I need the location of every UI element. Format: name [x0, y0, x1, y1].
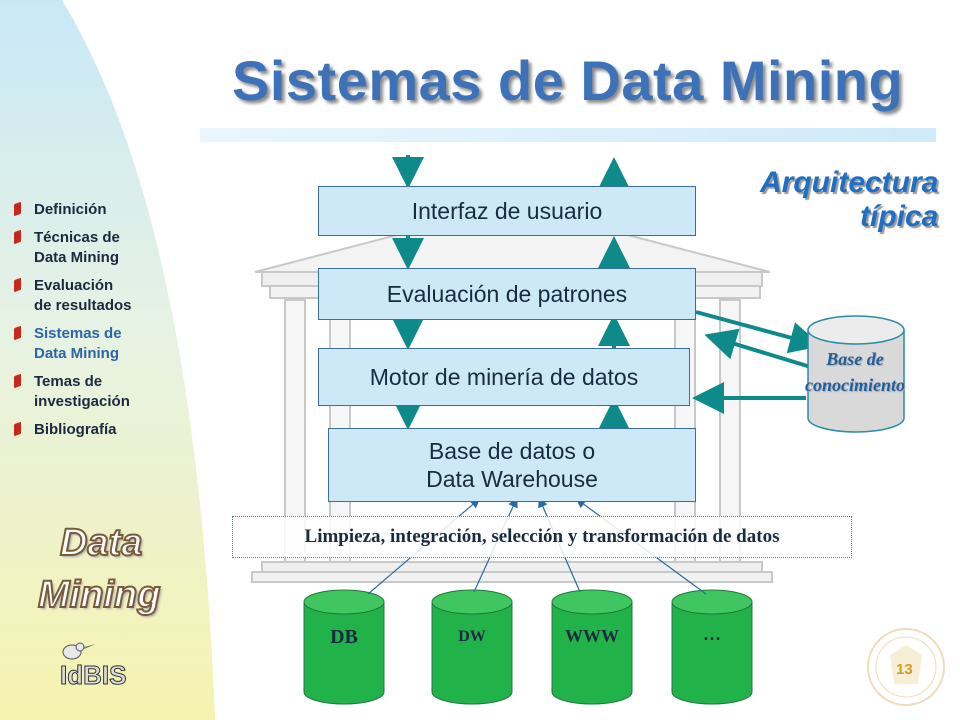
sidebar-item-definicion[interactable]: Definición: [14, 200, 184, 220]
layer-data-warehouse: Base de datos o Data Warehouse: [328, 428, 696, 502]
sidebar-item-bibliografia[interactable]: Bibliografía: [14, 420, 184, 440]
logo-mining-word: Mining: [37, 573, 161, 617]
bird-icon: [62, 642, 96, 660]
sidebar-item-tecnicas[interactable]: Técnicas de Data Mining: [14, 228, 184, 268]
source-db-cylinder: [303, 589, 385, 705]
sidebar-item-label: Técnicas de Data Mining: [34, 229, 120, 266]
knowledge-base-label: Base de conocimiento: [805, 349, 905, 395]
sidebar-item-label: Evaluación de resultados: [34, 277, 132, 314]
subtitle-line-1: Arquitectura: [760, 166, 939, 199]
source-cylinders: [303, 589, 753, 705]
source-dw-cylinder: [431, 589, 513, 705]
layer-user-interface: Interfaz de usuario: [318, 186, 696, 236]
page-number: 13: [896, 661, 913, 678]
flow-arrows: [392, 155, 822, 430]
subtitle-line-2: típica: [860, 200, 939, 233]
source-db-label: DB: [330, 626, 358, 648]
logo-data-word: Data: [59, 521, 143, 565]
sidebar-item-label: Temas de investigación: [34, 373, 130, 410]
sidebar-item-label: Sistemas de Data Mining: [34, 325, 122, 362]
logo-brand: IdBIS: [59, 660, 127, 691]
source-www-label: WWW: [565, 626, 619, 646]
sidebar-item-sistemas[interactable]: Sistemas de Data Mining: [14, 324, 184, 364]
sidebar-item-temas[interactable]: Temas de investigación: [14, 372, 184, 412]
knowledge-base-cylinder: [807, 315, 905, 433]
sidebar-item-evaluacion[interactable]: Evaluación de resultados: [14, 276, 184, 316]
architecture-subtitle: Arquitectura típica: [760, 166, 938, 234]
layer-pattern-evaluation: Evaluación de patrones: [318, 268, 696, 320]
title-underline-bar: [200, 128, 936, 142]
source-dw-label: DW: [458, 628, 486, 645]
data-cleaning-step: Limpieza, integración, selección y trans…: [232, 516, 852, 558]
slide-title: Sistemas de Data Mining: [232, 49, 904, 112]
layer-mining-engine: Motor de minería de datos: [318, 348, 690, 406]
sidebar-item-label: Bibliografía: [34, 421, 117, 438]
sidebar-nav: Definición Técnicas de Data Mining Evalu…: [14, 200, 184, 448]
data-cleaning-label: Limpieza, integración, selección y trans…: [304, 526, 780, 547]
sidebar-item-label: Definición: [34, 201, 107, 218]
source-other-cylinder: [671, 589, 753, 705]
university-seal: [867, 628, 945, 706]
source-www-cylinder: [551, 589, 633, 705]
source-other-label: …: [703, 624, 721, 644]
